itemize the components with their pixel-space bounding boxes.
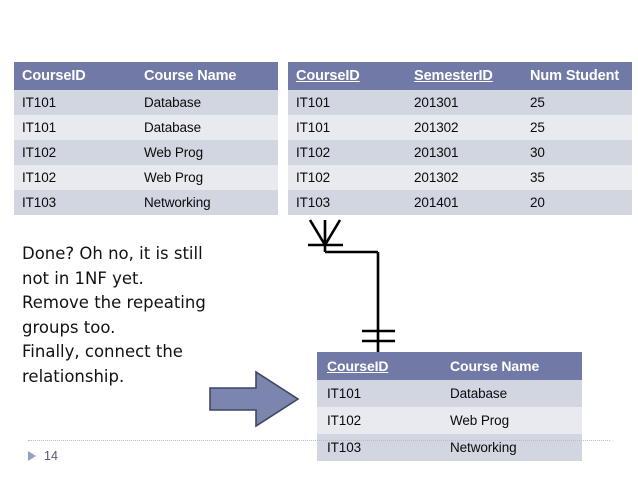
table-row: IT101 Database [317,380,582,407]
cell-coursename: Networking [440,434,582,461]
table-row: IT101 201302 25 [288,115,632,140]
column-header-semesterid: SemesterID [406,62,522,90]
table-row: IT101 Database [14,115,278,140]
table-row: IT103 201401 20 [288,190,632,215]
narration-line: groups too. [22,317,116,337]
narration-line: not in 1NF yet. [22,268,144,288]
cell-numstudent: 20 [522,190,632,215]
column-header-label: SemesterID [414,68,493,84]
cell-courseid: IT101 [14,90,136,115]
narration-text: Done? Oh no, it is still not in 1NF yet.… [22,242,272,389]
crows-foot-prong-right [323,219,342,246]
column-header-courseid: CourseID [14,62,136,90]
cell-courseid: IT102 [288,140,406,165]
table-row: IT102 201301 30 [288,140,632,165]
column-header-label: Course Name [144,68,237,84]
table-row: IT101 201301 25 [288,90,632,115]
table-row: IT102 Web Prog [317,407,582,434]
column-header-coursename: Course Name [136,62,278,90]
cell-coursename: Database [440,380,582,407]
column-header-label: CourseID [22,68,86,84]
narration-line: Finally, connect the [22,342,183,361]
column-header-coursename: Course Name [440,352,582,380]
table-row: IT102 Web Prog [14,165,278,190]
column-header-courseid: CourseID [288,62,406,90]
column-header-label: CourseID [327,358,389,374]
cell-coursename: Web Prog [136,140,278,165]
column-header-courseid: CourseID [317,352,440,380]
page-number: 14 [44,449,58,463]
cell-coursename: Networking [136,190,278,215]
cell-semesterid: 201301 [406,90,522,115]
cell-courseid: IT101 [14,115,136,140]
cell-courseid: IT102 [317,407,440,434]
relationship-connector [308,219,395,352]
cell-numstudent: 25 [522,115,632,140]
cell-courseid: IT103 [317,434,440,461]
column-header-numstudent: Num Student [522,62,632,90]
cell-semesterid: 201302 [406,115,522,140]
footer-divider [28,440,610,441]
cell-courseid: IT103 [14,190,136,215]
table-header-row: CourseID Course Name [14,62,278,90]
narration-line: relationship. [22,366,125,386]
table-header-row: CourseID Course Name [317,352,582,380]
triangle-right-icon [28,451,36,461]
page-number-marker: 14 [28,449,58,463]
cell-numstudent: 25 [522,90,632,115]
table-row: IT103 Networking [317,434,582,461]
cell-courseid: IT101 [288,90,406,115]
cell-semesterid: 201401 [406,190,522,215]
cell-courseid: IT102 [14,140,136,165]
cell-courseid: IT103 [288,190,406,215]
cell-courseid: IT101 [317,380,440,407]
cell-coursename: Database [136,115,278,140]
table-header-row: CourseID SemesterID Num Student [288,62,632,90]
cell-semesterid: 201302 [406,165,522,190]
crows-foot-prong-left [308,219,327,246]
column-header-label: Num Student [530,68,620,84]
narration-line: Remove the repeating [22,293,206,312]
table-row: IT102 201302 35 [288,165,632,190]
table-row: IT102 Web Prog [14,140,278,165]
table-row: IT103 Networking [14,190,278,215]
cell-coursename: Web Prog [440,407,582,434]
cell-coursename: Database [136,90,278,115]
cell-numstudent: 35 [522,165,632,190]
cell-numstudent: 30 [522,140,632,165]
table-enrolment: CourseID SemesterID Num Student IT101 20… [288,62,632,215]
block-arrow-shape [209,370,300,428]
narration-line: Done? Oh no, it is still [22,244,203,263]
cell-semesterid: 201301 [406,140,522,165]
column-header-label: Course Name [450,358,540,374]
column-header-label: CourseID [296,68,360,84]
table-row: IT101 Database [14,90,278,115]
table-course-duplicated: CourseID Course Name IT101 Database IT10… [14,62,278,215]
block-arrow-right-icon [209,370,300,428]
table-course-1nf: CourseID Course Name IT101 Database IT10… [317,352,582,461]
cell-coursename: Web Prog [136,165,278,190]
cell-courseid: IT102 [14,165,136,190]
cell-courseid: IT101 [288,115,406,140]
cell-courseid: IT102 [288,165,406,190]
